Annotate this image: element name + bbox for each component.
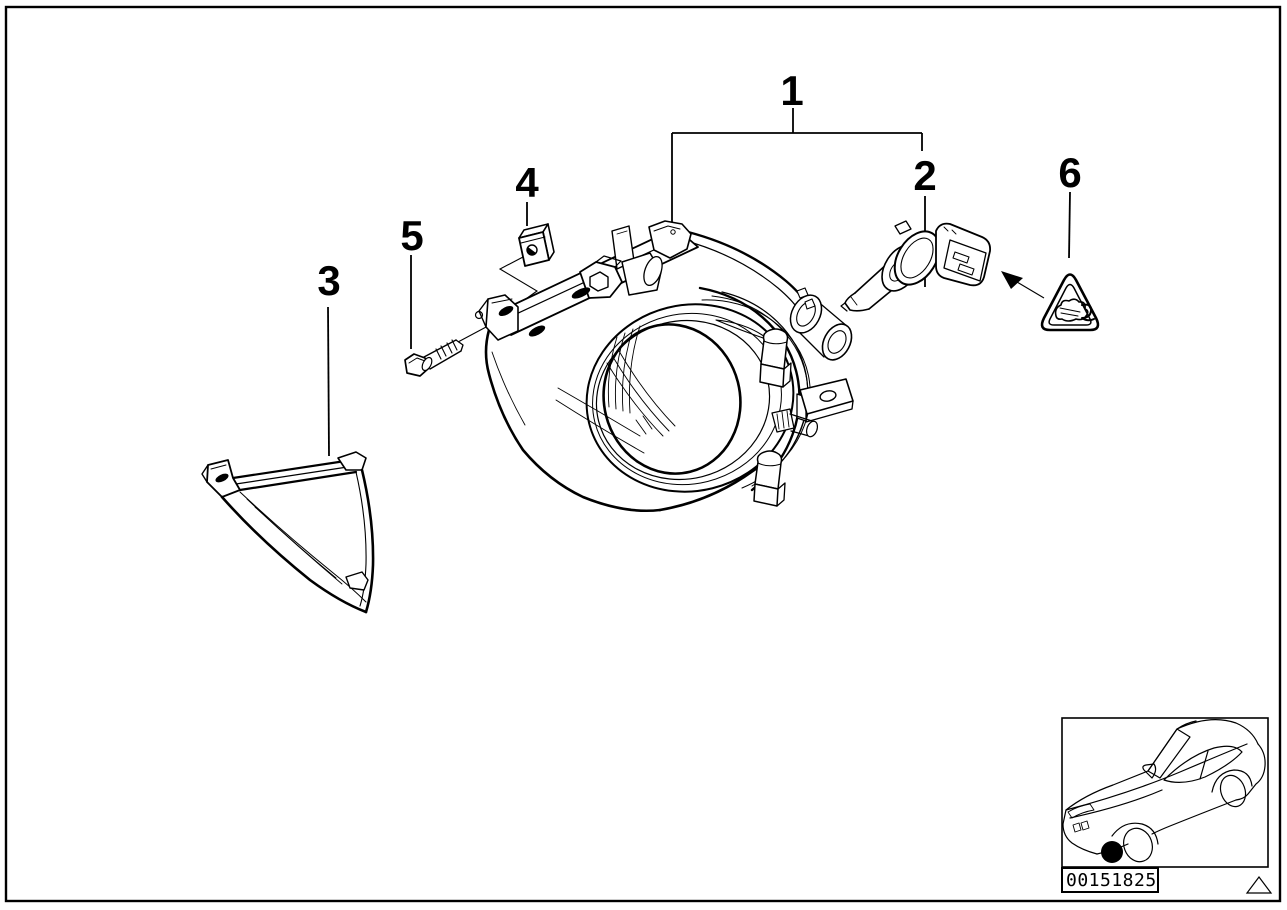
callout-4[interactable]: 4	[515, 159, 539, 206]
bulb-hand-pictogram	[1054, 298, 1095, 322]
mount-peg-lower	[753, 450, 786, 507]
lens-hatch-lines	[606, 325, 676, 437]
corner-triangle-icon	[1245, 876, 1273, 894]
mount-bracket-with-hole	[796, 378, 854, 423]
car-location-thumbnail	[1061, 717, 1269, 868]
callout-6[interactable]: 6	[1058, 149, 1081, 196]
callout-3[interactable]: 3	[317, 257, 340, 304]
clip-nut-drawing	[518, 223, 555, 267]
callout-5[interactable]: 5	[400, 212, 423, 259]
warning-arrow-head-icon	[1001, 271, 1023, 289]
part-number-box: 00151825	[1061, 867, 1159, 893]
fog-lamp-assembly-drawing	[474, 220, 854, 513]
left-mount-bracket	[474, 294, 546, 341]
bulb-drawing	[840, 220, 991, 312]
screw-drawing	[404, 339, 464, 377]
callout-1[interactable]: 1	[780, 67, 803, 114]
part-number: 00151825	[1066, 870, 1157, 891]
callout-2[interactable]: 2	[913, 152, 936, 199]
car-outline-icon	[1062, 719, 1266, 863]
car-thumbnail-box	[1061, 717, 1269, 868]
adjuster-hex	[571, 252, 663, 299]
bulb-socket-opening	[789, 287, 853, 361]
callout-line-6	[1068, 191, 1071, 259]
callout-line-3	[327, 306, 330, 457]
warning-triangle-icon	[1040, 273, 1100, 332]
callout-leader-lines	[327, 108, 1071, 457]
mount-peg-upper	[759, 328, 792, 388]
fog-lamp-location-dot	[1101, 841, 1123, 863]
trim-cover-drawing	[201, 451, 375, 614]
top-mount-bracket	[648, 220, 692, 259]
warning-arrow-line	[1016, 281, 1045, 299]
adjuster-pin	[771, 408, 819, 438]
